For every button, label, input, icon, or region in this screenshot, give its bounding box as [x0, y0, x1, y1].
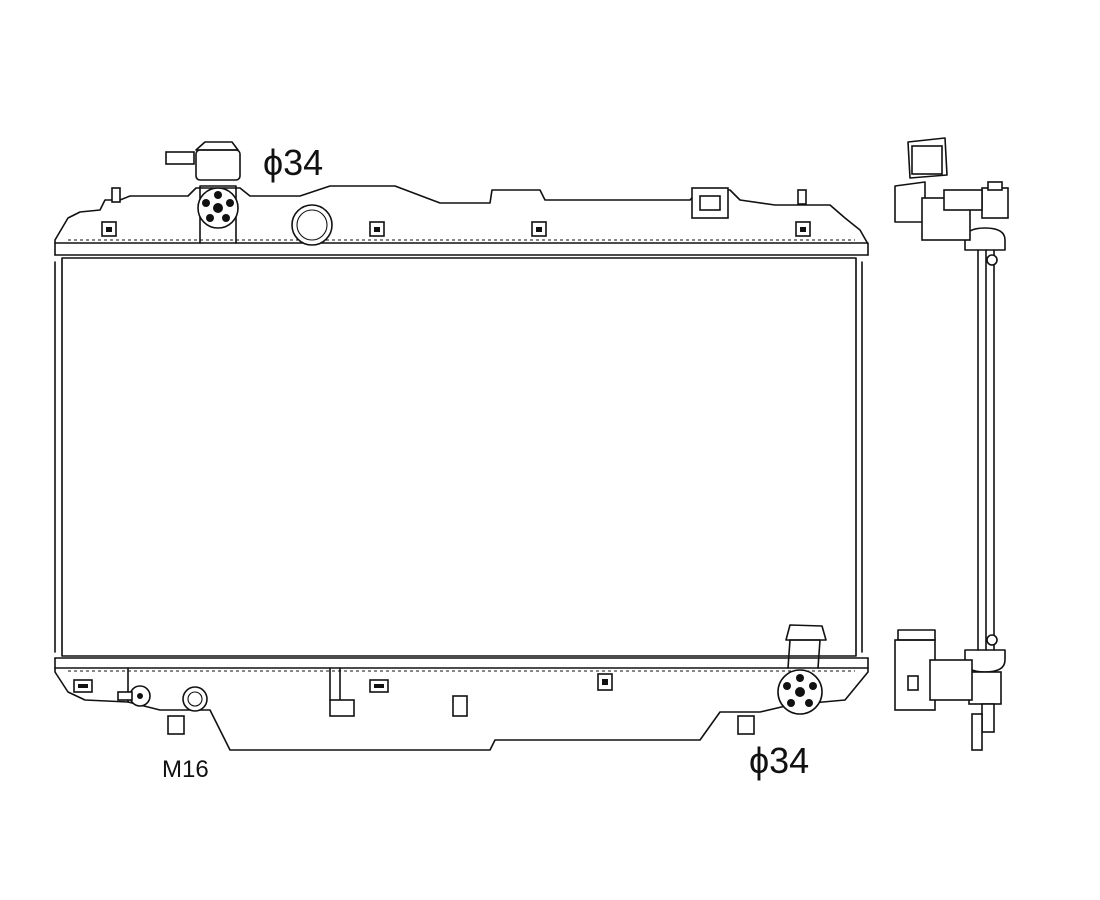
filler-cap-icon — [291, 204, 333, 246]
sensor-port-icon — [182, 686, 208, 712]
inlet-pipe-icon — [165, 141, 241, 244]
inlet-diameter-label: ϕ34 — [263, 142, 323, 183]
radiator-core — [54, 257, 863, 657]
drain-thread-label: M16 — [162, 756, 209, 783]
radiator-front-view: ϕ34 ϕ34 M16 — [54, 141, 869, 783]
bottom-tank — [54, 624, 869, 751]
outlet-pipe-icon — [777, 624, 827, 715]
radiator-side-view — [894, 137, 1009, 751]
top-tank — [54, 141, 869, 256]
outlet-diameter-label: ϕ34 — [749, 740, 809, 781]
drain-plug-icon — [117, 685, 151, 707]
